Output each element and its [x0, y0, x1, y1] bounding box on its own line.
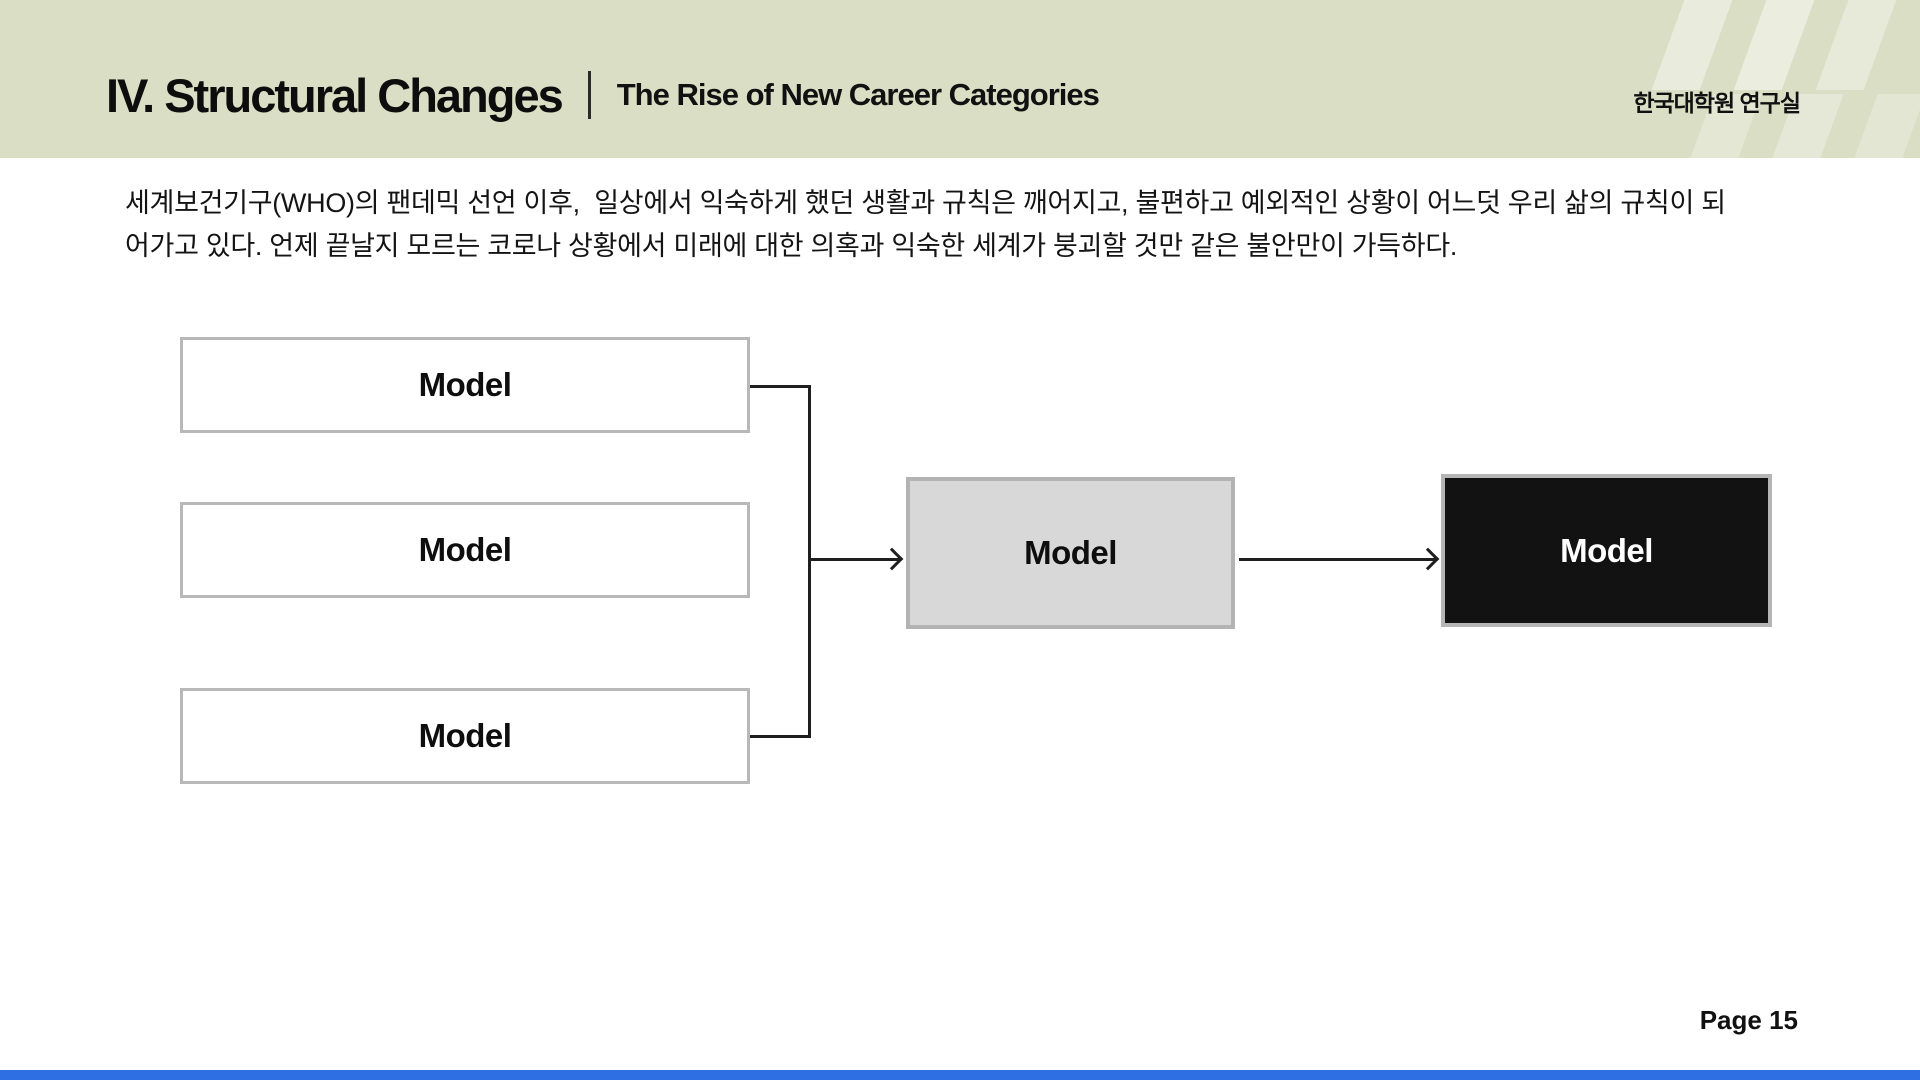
connector-vertical-elbow: [808, 385, 811, 738]
diagram-source-box-3: Model: [180, 688, 750, 784]
diagram-source-box-1: Model: [180, 337, 750, 433]
diagram-middle-box: Model: [906, 477, 1235, 629]
page-number-label: Page 15: [1699, 1005, 1798, 1035]
source-box-2-label: Model: [418, 531, 512, 568]
corner-stripe: [1815, 0, 1897, 90]
connector-box1-to-elbow: [750, 385, 811, 388]
corner-stripe: [1854, 94, 1920, 158]
corner-stripe: [1733, 0, 1815, 90]
source-box-3-label: Model: [418, 717, 512, 754]
arrow-line-to-final-box: [1239, 558, 1436, 561]
header-band: IV. Structural Changes The Rise of New C…: [0, 0, 1920, 158]
body-paragraph: 세계보건기구(WHO)의 팬데믹 선언 이후, 일상에서 익숙하게 했던 생활과…: [125, 182, 1845, 268]
page-subtitle: The Rise of New Career Categories: [616, 77, 1100, 112]
middle-box-label: Model: [1024, 534, 1117, 571]
organization-label: 한국대학원 연구실: [1633, 90, 1801, 116]
paragraph-line-2: 어가고 있다. 언제 끝날지 모르는 코로나 상황에서 미래에 대한 의혹과 익…: [125, 231, 1458, 261]
title-divider: [587, 71, 591, 119]
arrowhead-middle-icon: [880, 547, 904, 571]
arrow-line-to-middle-box: [809, 558, 900, 561]
final-box-label: Model: [1560, 531, 1653, 569]
connector-box3-to-elbow: [750, 735, 811, 738]
diagram-source-box-2: Model: [180, 502, 750, 598]
arrowhead-final-icon: [1416, 547, 1440, 571]
bottom-accent-bar: [0, 1070, 1920, 1080]
corner-stripe: [1651, 0, 1733, 90]
paragraph-line-1: 세계보건기구(WHO)의 팬데믹 선언 이후, 일상에서 익숙하게 했던 생활과…: [125, 188, 1726, 218]
source-box-1-label: Model: [418, 366, 512, 403]
diagram-final-box: Model: [1441, 474, 1772, 627]
page-title: IV. Structural Changes: [106, 68, 564, 122]
header-title-row: IV. Structural Changes The Rise of New C…: [106, 0, 1100, 158]
